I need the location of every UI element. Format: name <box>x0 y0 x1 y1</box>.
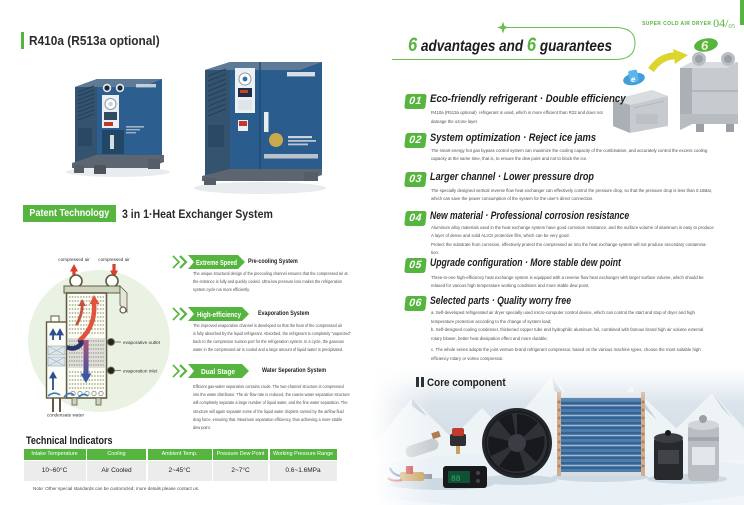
svg-text:88: 88 <box>451 475 461 484</box>
svg-text:condensate water: condensate water <box>47 413 84 418</box>
svg-text:evaporative outlet: evaporative outlet <box>123 340 161 345</box>
svg-text:Dual Stage: Dual Stage <box>201 367 235 376</box>
svg-text:e: e <box>631 75 636 84</box>
svg-text:6: 6 <box>701 38 709 53</box>
svg-text:Extreme Speed: Extreme Speed <box>196 258 237 267</box>
svg-text:evaporation inlet: evaporation inlet <box>123 369 158 374</box>
svg-text:compressed air: compressed air <box>98 257 130 262</box>
svg-text:High-efficiency: High-efficiency <box>197 310 242 319</box>
svg-text:compressed air: compressed air <box>58 257 90 262</box>
